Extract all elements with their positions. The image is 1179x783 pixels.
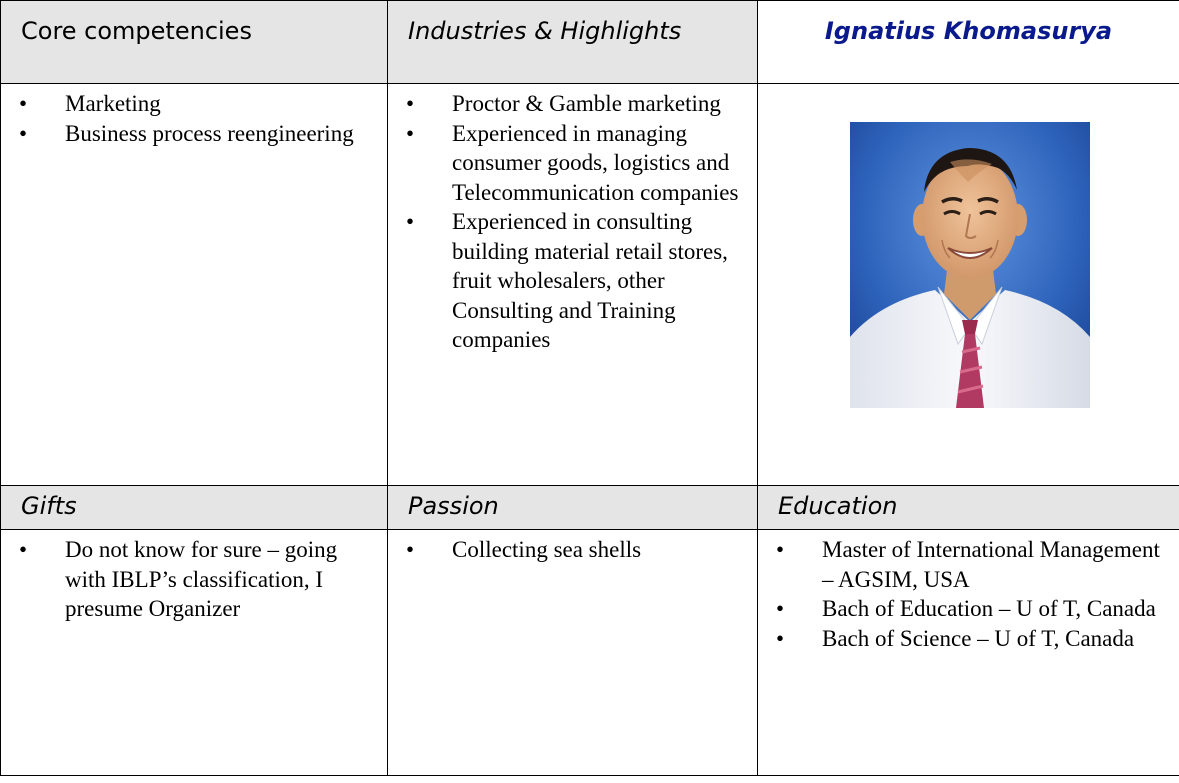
education-cell: Master of International Management – AGS… [757,529,1179,776]
core-competencies-list: Marketing Business process reengineering [1,84,387,148]
person-name: Ignatius Khomasurya [824,17,1113,45]
name-header: Ignatius Khomasurya [757,0,1179,84]
industries-header: Industries & Highlights [387,0,758,84]
gifts-list: Do not know for sure – going with IBLP’s… [1,530,387,624]
gifts-title: Gifts [21,492,77,520]
list-item: Business process reengineering [19,119,383,149]
header-row-mid: Gifts Passion Education [0,485,1179,530]
gifts-cell: Do not know for sure – going with IBLP’s… [0,529,388,776]
education-list: Master of International Management – AGS… [758,530,1179,653]
passion-title: Passion [408,492,499,520]
passion-header: Passion [387,485,758,530]
content-row-top: Marketing Business process reengineering… [0,83,1179,486]
portrait-photo [850,122,1090,408]
passion-cell: Collecting sea shells [387,529,758,776]
core-competencies-cell: Marketing Business process reengineering [0,83,388,486]
industries-list: Proctor & Gamble marketing Experienced i… [388,84,757,355]
list-item: Collecting sea shells [406,535,753,565]
list-item: Master of International Management – AGS… [776,535,1175,594]
content-row-bottom: Do not know for sure – going with IBLP’s… [0,529,1179,776]
education-title: Education [778,492,898,520]
list-item: Do not know for sure – going with IBLP’s… [19,535,383,624]
core-competencies-title: Core competencies [21,17,252,45]
list-item: Proctor & Gamble marketing [406,89,753,119]
list-item: Bach of Science – U of T, Canada [776,624,1175,654]
industries-title: Industries & Highlights [408,17,682,45]
core-competencies-header: Core competencies [0,0,388,84]
list-item: Bach of Education – U of T, Canada [776,594,1175,624]
gifts-header: Gifts [0,485,388,530]
passion-list: Collecting sea shells [388,530,757,565]
education-header: Education [757,485,1179,530]
list-item: Experienced in managing consumer goods, … [406,119,753,208]
list-item: Experienced in consulting building mater… [406,207,753,355]
header-row-top: Core competencies Industries & Highlight… [0,0,1179,84]
industries-cell: Proctor & Gamble marketing Experienced i… [387,83,758,486]
list-item: Marketing [19,89,383,119]
photo-cell [757,83,1179,486]
